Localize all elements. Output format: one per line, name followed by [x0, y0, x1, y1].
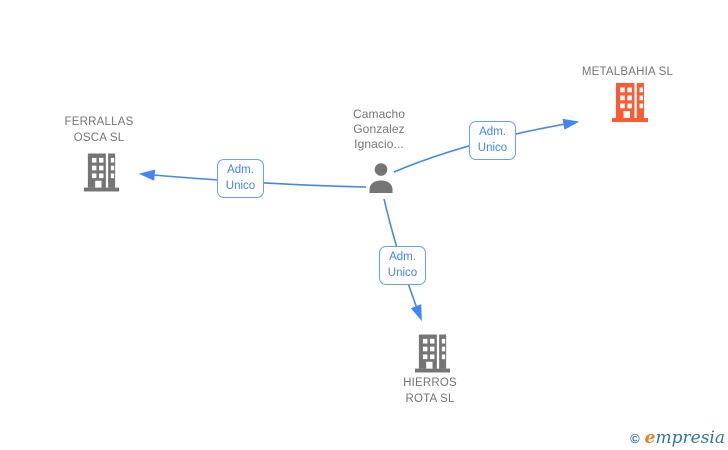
edge-label-adm-unico-metalbahia: Adm. Unico — [469, 121, 516, 160]
building-icon[interactable] — [83, 152, 120, 192]
copyright-icon: © — [630, 431, 640, 446]
edge-label-adm-unico-hierros: Adm. Unico — [379, 246, 426, 285]
edge-label-adm-unico-ferrallas: Adm. Unico — [217, 159, 264, 198]
company-node-label-metalbahia[interactable]: METALBAHIA SL — [581, 66, 674, 78]
person-name-line: Gonzalez — [353, 122, 405, 136]
empresia-logo[interactable]: © empresia — [630, 428, 725, 448]
person-icon[interactable] — [367, 162, 395, 193]
building-icon[interactable] — [611, 82, 649, 122]
brand-wordmark: empresia — [644, 428, 725, 448]
company-node-label-hierros-rota[interactable]: HIERROS ROTA SL — [403, 377, 457, 405]
building-icon[interactable] — [414, 333, 451, 373]
person-name-line: Camacho — [352, 107, 406, 121]
person-name-line: Ignacio... — [354, 137, 404, 151]
company-node-label-ferrallas-osca[interactable]: FERRALLAS OSCA SL — [64, 116, 134, 144]
person-node-label[interactable]: Camacho Gonzalez Ignacio... — [308, 107, 450, 152]
